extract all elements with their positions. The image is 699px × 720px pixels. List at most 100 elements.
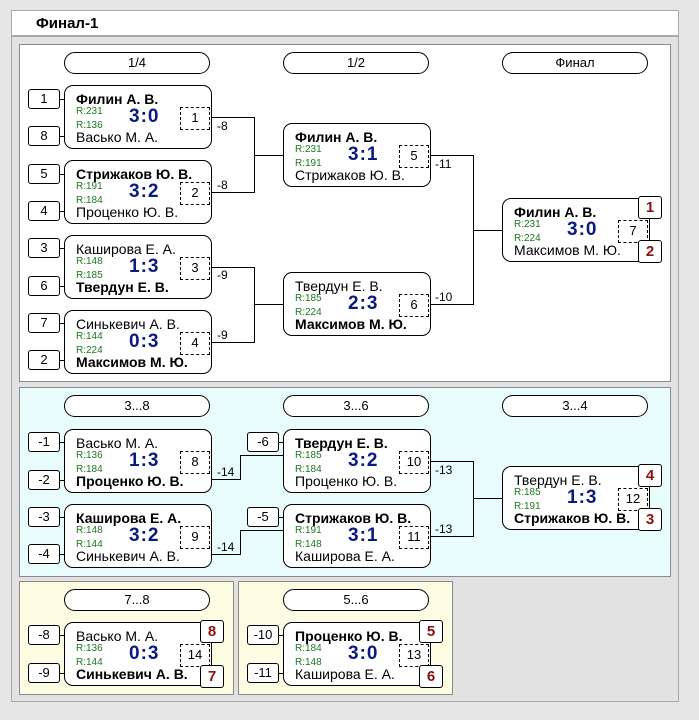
seed-box: 5	[28, 164, 60, 184]
match-number: 8	[180, 451, 210, 474]
seed-box: 6	[28, 276, 60, 296]
player-winner: Стрижаков Ю. В.	[295, 510, 412, 526]
seed-box: 1	[28, 89, 60, 109]
player-loser: Стрижаков Ю. В.	[295, 167, 405, 183]
player-loser: Максимов М. Ю.	[514, 242, 621, 258]
match-number: 14	[180, 644, 210, 667]
loser-target: -14	[217, 540, 235, 554]
rating: R:191	[76, 181, 103, 192]
score: 0:3	[129, 331, 160, 352]
rating: R:184	[295, 464, 322, 475]
score: 2:3	[348, 293, 379, 314]
rating: R:191	[514, 501, 541, 512]
loser-target: -14	[217, 465, 235, 479]
match-number: 12	[618, 488, 648, 511]
score: 3:1	[348, 144, 379, 165]
player-winner: Филин А. В.	[76, 91, 159, 107]
loser-target: -9	[217, 328, 228, 342]
seed-box: 8	[28, 126, 60, 146]
match-card: Твердун Е. В. R:185 2:3 R:224 Максимов М…	[283, 272, 431, 336]
score: 0:3	[129, 643, 160, 664]
score: 1:3	[129, 450, 160, 471]
place-badge: 4	[638, 464, 662, 487]
score: 3:2	[129, 181, 160, 202]
seed-box: -10	[247, 625, 279, 645]
player-winner: Филин А. В.	[295, 129, 378, 145]
player-loser: Васько М. А.	[76, 129, 159, 145]
seed-box: -2	[28, 470, 60, 490]
loser-target: -13	[435, 463, 453, 477]
rating: R:136	[76, 450, 103, 461]
match-number: 6	[399, 294, 429, 317]
score: 3:0	[129, 106, 160, 127]
match-card: Каширова Е. А. R:148 1:3 R:185 Твердун Е…	[64, 235, 212, 299]
round-header-3-4: 3...4	[502, 395, 648, 417]
match-number: 7	[618, 220, 648, 243]
match-card: Каширова Е. А. R:148 3:2 R:144 Синькевич…	[64, 504, 212, 568]
score: 3:1	[348, 525, 379, 546]
rating: R:185	[76, 270, 103, 281]
place-badge: 8	[200, 620, 224, 643]
player-loser: Васько М. А.	[76, 435, 159, 451]
seed-box: -1	[28, 432, 60, 452]
player-winner: Максимов М. Ю.	[76, 354, 188, 370]
player-winner: Стрижаков Ю. В.	[514, 510, 631, 526]
rating: R:191	[295, 525, 322, 536]
player-winner: Проценко Ю. В.	[76, 473, 184, 489]
page-title: Финал-1	[11, 10, 679, 36]
round-header-semifinal: 1/2	[283, 52, 429, 74]
place-badge: 5	[419, 620, 443, 643]
player-winner: Максимов М. Ю.	[295, 316, 407, 332]
seed-box: -9	[28, 663, 60, 683]
rating: R:231	[514, 219, 541, 230]
player-winner: Филин А. В.	[514, 204, 597, 220]
round-header-quarterfinal: 1/4	[64, 52, 210, 74]
match-card: Филин А. В. R:231 3:0 R:224 Максимов М. …	[502, 198, 650, 262]
rating: R:184	[76, 195, 103, 206]
match-number: 13	[399, 644, 429, 667]
place-badge: 3	[638, 508, 662, 531]
rating: R:224	[295, 307, 322, 318]
player-loser: Каширова Е. А.	[76, 241, 176, 257]
seed-box: 2	[28, 350, 60, 370]
rating: R:144	[76, 657, 103, 668]
rating: R:231	[295, 144, 322, 155]
player-loser: Каширова Е. А.	[295, 548, 395, 564]
loser-target: -8	[217, 119, 228, 133]
match-card: Стрижаков Ю. В. R:191 3:2 R:184 Проценко…	[64, 160, 212, 224]
place-badge: 6	[419, 665, 443, 688]
score: 1:3	[567, 487, 598, 508]
rating: R:144	[76, 539, 103, 550]
rating: R:148	[76, 256, 103, 267]
rating: R:148	[295, 539, 322, 550]
score: 3:0	[567, 219, 598, 240]
loser-target: -11	[435, 157, 452, 171]
player-winner: Каширова Е. А.	[76, 510, 182, 526]
score: 1:3	[129, 256, 160, 277]
seed-box: -8	[28, 625, 60, 645]
place-badge: 1	[638, 196, 662, 219]
rating: R:231	[76, 106, 103, 117]
rating: R:184	[295, 643, 322, 654]
loser-target: -13	[435, 522, 453, 536]
player-winner: Синькевич А. В.	[76, 666, 188, 682]
match-number: 5	[399, 145, 429, 168]
match-card: Проценко Ю. В. R:184 3:0 R:148 Каширова …	[283, 622, 431, 686]
score: 3:2	[129, 525, 160, 546]
player-loser: Синькевич А. В.	[76, 316, 180, 332]
score: 3:0	[348, 643, 379, 664]
match-number: 1	[180, 107, 210, 130]
loser-target: -9	[217, 268, 228, 282]
seed-box: -6	[247, 432, 279, 452]
player-winner: Твердун Е. В.	[295, 435, 388, 451]
player-winner: Твердун Е. В.	[76, 279, 169, 295]
match-card: Твердун Е. В. R:185 1:3 R:191 Стрижаков …	[502, 466, 650, 530]
match-number: 9	[180, 526, 210, 549]
round-header-7-8: 7...8	[64, 589, 210, 611]
rating: R:224	[514, 233, 541, 244]
seed-box: 7	[28, 313, 60, 333]
match-card: Филин А. В. R:231 3:1 R:191 Стрижаков Ю.…	[283, 123, 431, 187]
round-header-3-8: 3...8	[64, 395, 210, 417]
player-loser: Васько М. А.	[76, 628, 159, 644]
seed-box: -3	[28, 507, 60, 527]
